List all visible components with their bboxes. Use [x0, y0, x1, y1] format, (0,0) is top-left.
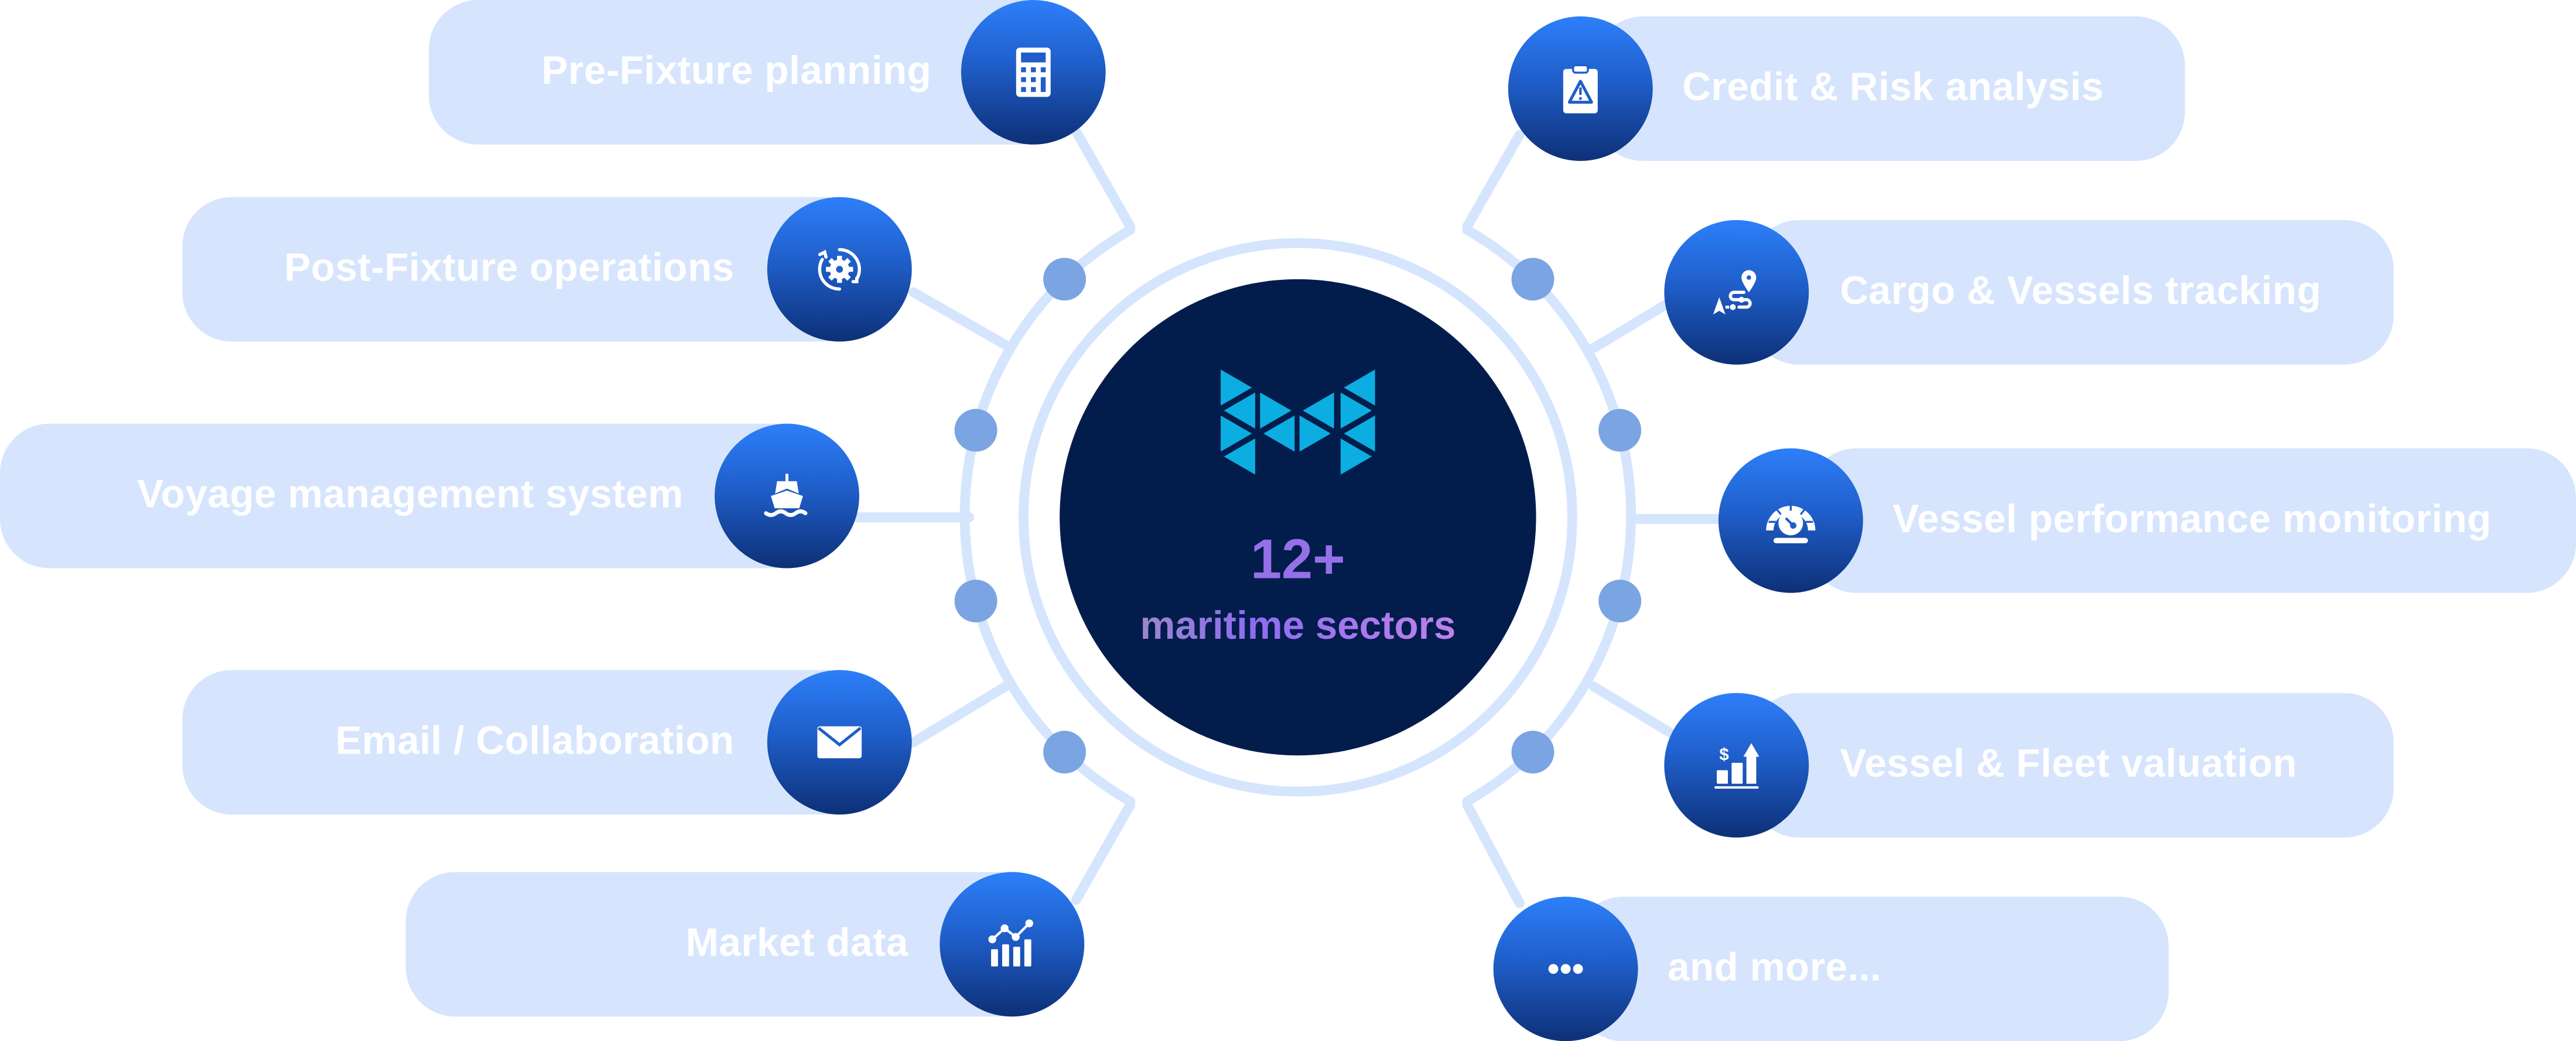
item-label: Pre-Fixture planning: [541, 49, 932, 94]
item-label: and more...: [1667, 946, 1882, 991]
item-vessel-fleet-valuation[interactable]: Vessel & Fleet valuation: [1750, 693, 2394, 838]
gauge-icon: [1718, 448, 1863, 593]
center-hub: 12+ maritime sectors: [1060, 279, 1536, 756]
item-label: Cargo & Vessels tracking: [1840, 269, 2322, 314]
triangle-m-logo: [1221, 369, 1375, 475]
envelope-icon: [767, 670, 912, 815]
item-voyage-management-system[interactable]: Voyage management system: [0, 423, 822, 569]
item-label: Post-Fixture operations: [284, 246, 734, 291]
dollar-growth-icon: $: [1664, 693, 1809, 838]
sector-count: 12+: [1250, 529, 1345, 591]
chart-bars-line-icon: [939, 872, 1085, 1017]
item-and-more[interactable]: and more...: [1574, 896, 2169, 1041]
item-label: Vessel & Fleet valuation: [1840, 742, 2297, 787]
svg-text:$: $: [1719, 745, 1728, 765]
item-cargo-vessels-tracking[interactable]: Cargo & Vessels tracking: [1750, 220, 2394, 365]
item-email-collaboration[interactable]: Email / Collaboration: [182, 670, 873, 815]
item-label: Vessel performance monitoring: [1892, 497, 2492, 542]
route-pin-icon: [1664, 220, 1809, 365]
item-label: Voyage management system: [137, 472, 684, 518]
clipboard-warning-icon: [1508, 16, 1653, 161]
gear-refresh-icon: [767, 197, 912, 342]
ship-icon: [715, 423, 859, 569]
more-dots-icon: [1493, 896, 1638, 1041]
item-vessel-performance-monitoring[interactable]: Vessel performance monitoring: [1807, 448, 2576, 593]
item-label: Email / Collaboration: [335, 719, 734, 764]
item-post-fixture-operations[interactable]: Post-Fixture operations: [182, 197, 873, 342]
item-label: Credit & Risk analysis: [1682, 66, 2104, 110]
node-dots: [954, 258, 1642, 774]
item-credit-risk-analysis[interactable]: Credit & Risk analysis: [1593, 16, 2185, 161]
sector-label: maritime sectors: [1060, 604, 1536, 650]
calculator-icon: [961, 0, 1106, 145]
item-label: Market data: [685, 921, 909, 966]
